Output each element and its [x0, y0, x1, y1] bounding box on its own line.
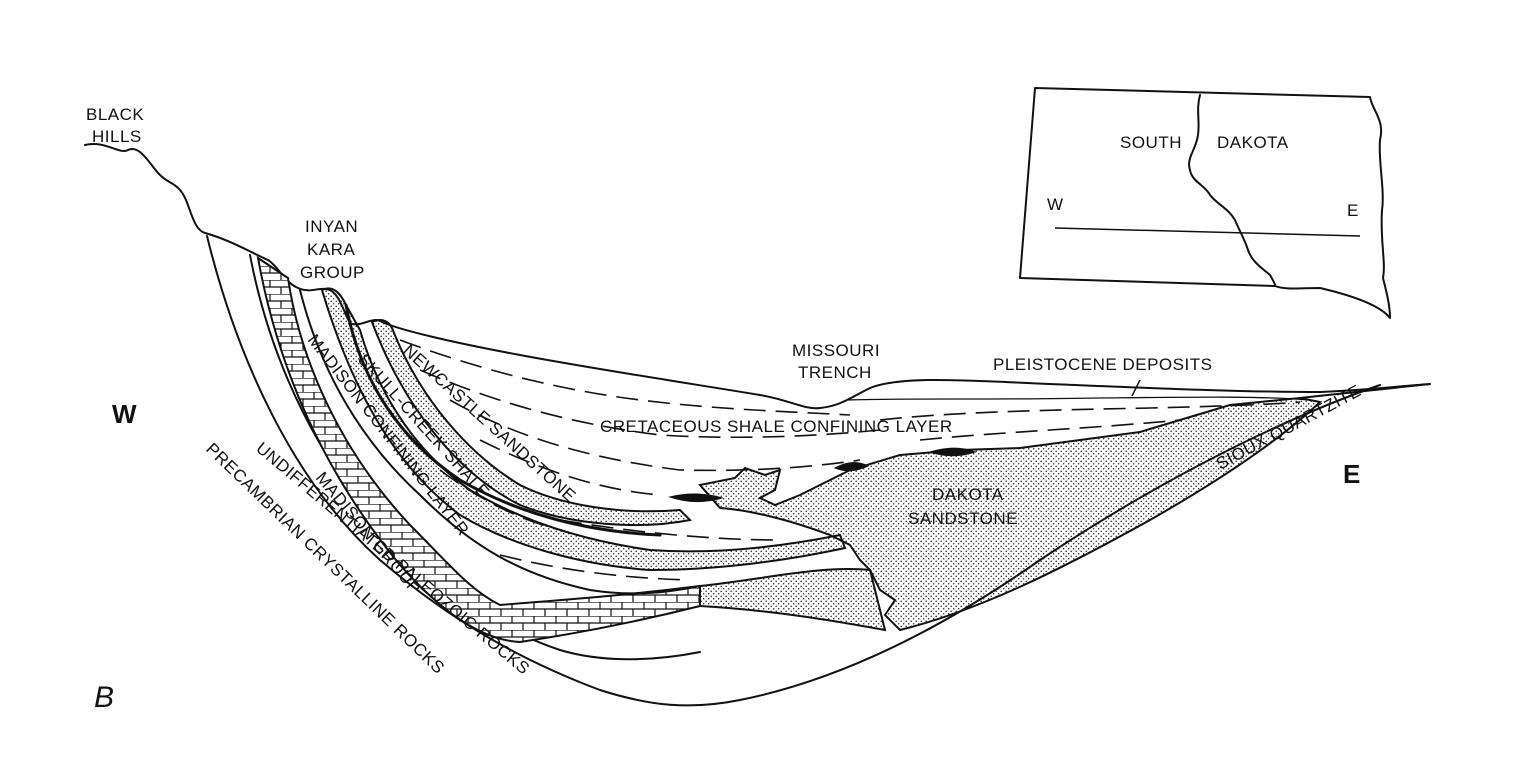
inset-section-line [1055, 228, 1360, 236]
inset-label-dakota: DAKOTA [1217, 133, 1289, 152]
inset-map [1020, 88, 1390, 318]
inset-label-west: W [1047, 195, 1064, 214]
west-label: W [112, 399, 137, 429]
madison-group-limestone [258, 258, 700, 642]
label-missouri-trench-1: MISSOURI [792, 341, 880, 360]
inset-state-outline [1020, 88, 1390, 318]
dakota-lower-tongue [700, 569, 885, 630]
label-missouri-trench-2: TRENCH [798, 363, 872, 382]
label-inyan-kara-2: KARA [307, 240, 355, 259]
label-inyan-kara-1: INYAN [305, 217, 358, 236]
pleistocene-deposit-base [848, 397, 1310, 400]
inset-label-south: SOUTH [1120, 133, 1182, 152]
figure-letter: B [94, 681, 114, 714]
label-pleistocene-deposits: PLEISTOCENE DEPOSITS [993, 355, 1212, 374]
inset-label-east: E [1347, 201, 1359, 220]
label-black-hills-2: HILLS [92, 127, 142, 146]
east-label: E [1343, 459, 1360, 489]
label-dakota-sandstone-1: DAKOTA [932, 485, 1004, 504]
inset-missouri-river [1189, 95, 1275, 286]
label-black-hills-1: BLACK [86, 105, 144, 124]
label-dakota-sandstone-2: SANDSTONE [908, 509, 1018, 528]
label-cretaceous-shale: CRETACEOUS SHALE CONFINING LAYER [600, 417, 953, 436]
label-inyan-kara-3: GROUP [300, 263, 365, 282]
